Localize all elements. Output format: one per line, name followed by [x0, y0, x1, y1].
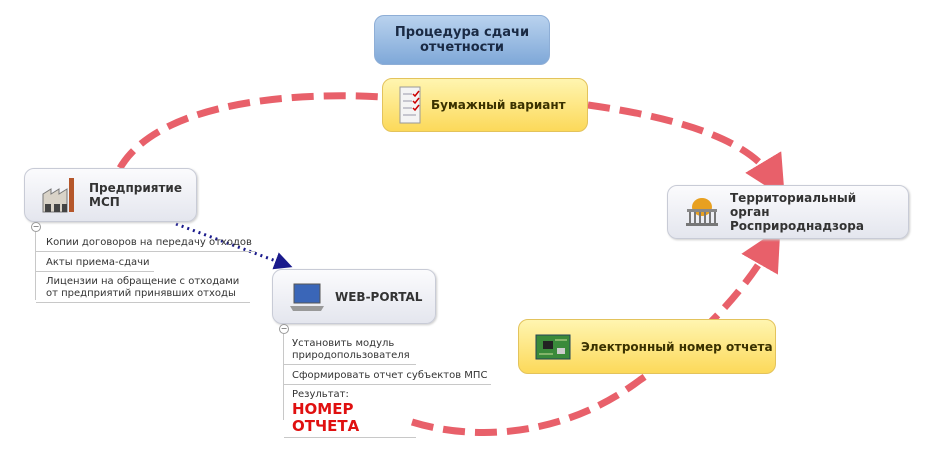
title-text: Процедура сдачи отчетности	[394, 25, 530, 55]
flow-result-to-territorial	[410, 227, 781, 436]
factory-icon	[42, 178, 74, 213]
result-value: НОМЕР ОТЧЕТА	[292, 400, 360, 435]
territorial-node[interactable]: Территориальный орган Росприроднадзора	[667, 185, 909, 239]
dotted-enterprise-to-portal	[175, 222, 293, 270]
government-building-icon	[686, 198, 718, 226]
portal-item: Сформировать отчет субъектов МПС	[284, 369, 492, 385]
collapse-enterprise-button[interactable]: −	[31, 222, 41, 232]
electronic-label: Электронный номер отчета	[581, 339, 773, 354]
enterprise-item: Акты приема-сдачи	[36, 256, 154, 272]
circuit-board-icon	[535, 334, 571, 359]
checklist-icon	[399, 86, 421, 124]
result-item: Результат: НОМЕР ОТЧЕТА	[284, 388, 416, 438]
portal-item: Установить модуль природопользователя	[284, 337, 416, 365]
flow-enterprise-to-paper	[116, 92, 383, 170]
enterprise-node[interactable]: Предприятие МСП	[24, 168, 197, 222]
flow-paper-to-territorial	[587, 101, 785, 198]
electronic-node[interactable]: Электронный номер отчета	[518, 319, 776, 374]
enterprise-item: Лицензии на обращение с отходами от пред…	[36, 275, 250, 303]
enterprise-label: Предприятие МСП	[89, 181, 182, 209]
title-node[interactable]: Процедура сдачи отчетности	[374, 15, 550, 65]
portal-label: WEB-PORTAL	[335, 289, 423, 304]
paper-label: Бумажный вариант	[431, 98, 566, 112]
territorial-label: Территориальный орган Росприроднадзора	[730, 191, 864, 233]
paper-node[interactable]: Бумажный вариант	[382, 78, 588, 132]
laptop-icon	[290, 283, 324, 311]
result-label: Результат:	[292, 389, 349, 400]
enterprise-item: Копии договоров на передачу отходов	[36, 236, 256, 252]
portal-node[interactable]: WEB-PORTAL	[272, 269, 436, 324]
portal-branch	[283, 334, 284, 420]
collapse-portal-button[interactable]: −	[279, 324, 289, 334]
enterprise-branch	[35, 232, 36, 300]
